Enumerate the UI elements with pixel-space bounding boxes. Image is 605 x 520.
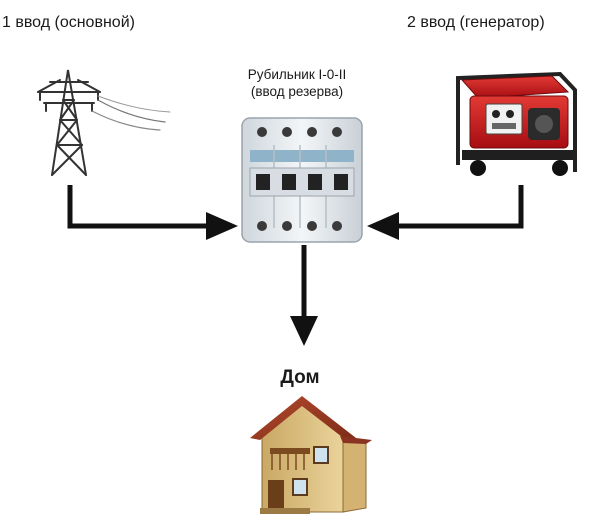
generator-icon: [456, 71, 577, 176]
switch-label-line2: (ввод резерва): [250, 84, 344, 99]
arrow-input2-to-switch: [395, 185, 524, 229]
input-2-label: 2 ввод (генератор): [407, 14, 545, 31]
arrowhead-right-input: [367, 212, 399, 240]
switch-label: Рубильник I-0-II (ввод резерва): [222, 66, 372, 100]
arrow-input1-to-switch: [67, 185, 210, 229]
circuit-breaker-icon: [241, 117, 363, 243]
arrowhead-down: [290, 316, 318, 346]
input-1-label: 1 ввод (основной): [2, 14, 135, 31]
switch-label-line1: Рубильник I-0-II: [247, 67, 347, 82]
house-icon: [250, 396, 372, 514]
house-label: Дом: [280, 367, 320, 388]
power-tower-icon: [37, 69, 171, 176]
arrowhead-left-input: [206, 212, 238, 240]
